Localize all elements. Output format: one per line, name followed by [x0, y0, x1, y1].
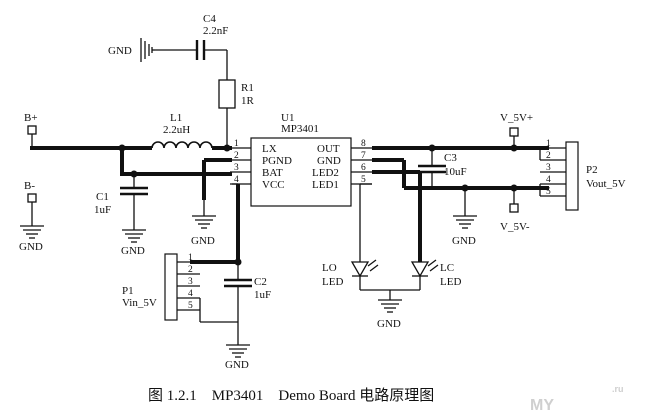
- u1-pin8-num: 8: [361, 139, 366, 149]
- l1-value: 2.2uH: [163, 124, 190, 136]
- u1-pin7-name: GND: [317, 155, 341, 167]
- r1-body: [218, 79, 236, 109]
- v5v-minus-port: V_5V-: [500, 188, 530, 233]
- u1-pin3-name: BAT: [262, 167, 283, 179]
- r1-ref: R1: [241, 82, 254, 94]
- p1-pin1-num: 1: [188, 253, 193, 263]
- p1-connector: 1 2 3 4 5 P1 Vin_5V: [122, 253, 238, 323]
- bplus-terminal: [27, 125, 37, 135]
- p1-ref: P1: [122, 285, 134, 297]
- p2-pin1-num: 1: [546, 139, 551, 149]
- r1-resistor: R1 1R: [218, 79, 255, 148]
- u1-pin2-num: 2: [234, 151, 239, 161]
- gnd-symbol-pgnd: GND: [191, 215, 216, 247]
- c4-ref: C4: [203, 13, 216, 25]
- c4-capacitor: C4 2.2nF: [155, 13, 228, 80]
- p2-pin2-num: 2: [546, 151, 551, 161]
- battery-minus-port: B- GND: [19, 180, 44, 253]
- c4-value: 2.2nF: [203, 25, 228, 37]
- gnd-led-label: GND: [377, 318, 401, 330]
- v5m-terminal: [509, 203, 519, 213]
- u1-pin8-name: OUT: [317, 143, 340, 155]
- u1-pin1-name: LX: [262, 143, 277, 155]
- gnd-c2-label: GND: [225, 359, 249, 371]
- lo-ref: LO: [322, 262, 337, 274]
- c1-value: 1uF: [94, 204, 111, 216]
- figure-caption: 图 1.2.1 MP3401 Demo Board 电路原理图: [148, 387, 434, 404]
- u1-pin1-num: 1: [234, 139, 239, 149]
- gnd-c1-label: GND: [121, 245, 145, 257]
- v5p-terminal: [509, 127, 519, 137]
- p2-pin4-num: 4: [546, 175, 551, 185]
- gnd-c3-label: GND: [452, 235, 476, 247]
- p2-ref: P2: [586, 164, 598, 176]
- r1-value: 1R: [241, 95, 255, 107]
- u1-pin4-num: 4: [234, 175, 239, 185]
- c1-capacitor: C1 1uF: [94, 174, 148, 230]
- u1-chip: U1 MP3401 1 2 3 4 LX PGND BAT VCC 8 7 6 …: [230, 112, 372, 207]
- c2-value: 1uF: [254, 289, 271, 301]
- c1-ref: C1: [96, 191, 109, 203]
- bplus-label: B+: [24, 112, 38, 124]
- gnd-bminus-label: GND: [19, 241, 43, 253]
- u1-pin2-name: PGND: [262, 155, 292, 167]
- l1-inductor: L1 2.2uH: [151, 112, 213, 149]
- junction-dot: [223, 144, 231, 152]
- watermark: MY: [530, 397, 554, 414]
- c3-capacitor: C3 10uF: [418, 148, 467, 188]
- lo-led-body: [350, 261, 370, 278]
- v5m-label: V_5V-: [500, 221, 530, 233]
- bminus-label: B-: [24, 180, 35, 192]
- lc-led: LC LED: [410, 259, 461, 290]
- u1-pin3-num: 3: [234, 163, 239, 173]
- p1-pin3-num: 3: [188, 277, 193, 287]
- u1-pin6-name: LED2: [312, 167, 339, 179]
- gnd-symbol-led: GND: [377, 290, 402, 330]
- u1-body: [250, 137, 352, 207]
- p2-pin3-num: 3: [546, 163, 551, 173]
- v5v-plus-port: V_5V+: [500, 112, 533, 148]
- watermark-sub: .ru: [612, 384, 624, 394]
- u1-pin5-name: LED1: [312, 179, 339, 191]
- p1-value: Vin_5V: [122, 297, 157, 309]
- u1-pin5-num: 5: [361, 175, 366, 185]
- l1-ref: L1: [170, 112, 182, 124]
- c2-capacitor: C2 1uF: [224, 262, 271, 345]
- p2-pin5-num: 5: [546, 187, 551, 197]
- p2-value: Vout_5V: [586, 178, 626, 190]
- gnd-pgnd-label: GND: [191, 235, 215, 247]
- lc-led-body: [410, 261, 430, 278]
- gnd-symbol-c2: GND: [225, 344, 250, 371]
- p2-body: [565, 141, 579, 211]
- gnd-c4-label: GND: [108, 45, 132, 57]
- u1-pin4-name: VCC: [262, 179, 285, 191]
- lc-ref: LC: [440, 262, 454, 274]
- lo-value: LED: [322, 276, 343, 288]
- p1-pin4-num: 4: [188, 289, 193, 299]
- gnd-symbol-c3: GND: [452, 188, 477, 247]
- p2-connector: 1 2 3 4 5 P2 Vout_5V: [539, 139, 626, 211]
- p1-pin5-num: 5: [188, 301, 193, 311]
- c3-value: 10uF: [444, 166, 467, 178]
- gnd-symbol-c1: GND: [121, 229, 146, 257]
- battery-plus-port: B+: [24, 112, 38, 148]
- lo-led: LO LED: [322, 259, 379, 290]
- p1-body: [164, 253, 178, 321]
- u1-part: MP3401: [281, 123, 319, 135]
- u1-pin7-num: 7: [361, 151, 366, 161]
- v5p-label: V_5V+: [500, 112, 533, 124]
- u1-ref: U1: [281, 112, 294, 124]
- lc-value: LED: [440, 276, 461, 288]
- c3-ref: C3: [444, 152, 457, 164]
- bminus-terminal: [27, 193, 37, 203]
- u1-pin6-num: 6: [361, 163, 366, 173]
- c2-ref: C2: [254, 276, 267, 288]
- p1-pin2-num: 2: [188, 265, 193, 275]
- gnd-symbol-c4: GND: [108, 38, 155, 62]
